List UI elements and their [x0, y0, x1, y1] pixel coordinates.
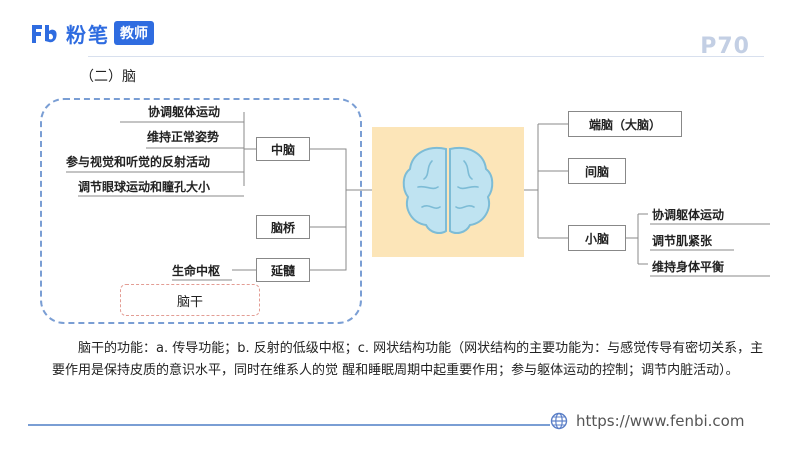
brand-logo: 粉笔 教师	[30, 20, 154, 47]
brainstem-function-paragraph: 脑干的功能：a. 传导功能；b. 反射的低级中枢；c. 网状结构功能（网状结构的…	[52, 341, 764, 378]
node-telencephalon: 端脑（大脑）	[568, 111, 682, 137]
brain-icon	[402, 147, 494, 234]
section-title: （二）脑	[80, 69, 136, 85]
node-cerebellum: 小脑	[568, 225, 626, 251]
brain-illustration	[372, 127, 524, 257]
page-number: P70	[700, 34, 750, 59]
node-medulla: 延髓	[256, 258, 310, 282]
footer-url[interactable]: https://www.fenbi.com	[550, 412, 744, 430]
fenbi-logo-icon	[30, 21, 58, 45]
midbrain-function-1: 协调躯体运动	[148, 105, 221, 119]
brand-name: 粉笔	[66, 22, 110, 47]
header-divider	[88, 56, 764, 57]
node-pons: 脑桥	[256, 215, 310, 239]
brainstem-label-box: 脑干	[120, 284, 260, 316]
medulla-function: 生命中枢	[172, 264, 221, 278]
midbrain-function-2: 维持正常姿势	[147, 130, 220, 144]
node-diencephalon: 间脑	[568, 158, 626, 184]
midbrain-function-4: 调节眼球运动和瞳孔大小	[78, 180, 211, 194]
globe-icon	[550, 412, 568, 430]
brand-tag: 教师	[114, 21, 154, 45]
footer-url-text: https://www.fenbi.com	[576, 412, 745, 430]
cerebellum-function-1: 协调躯体运动	[652, 208, 725, 222]
midbrain-function-3: 参与视觉和听觉的反射活动	[66, 155, 211, 169]
cerebellum-function-2: 调节肌紧张	[652, 234, 713, 248]
footer-divider	[28, 424, 550, 426]
brainstem-group-box	[40, 98, 362, 324]
cerebellum-function-3: 维持身体平衡	[652, 260, 725, 274]
node-midbrain: 中脑	[256, 137, 310, 161]
